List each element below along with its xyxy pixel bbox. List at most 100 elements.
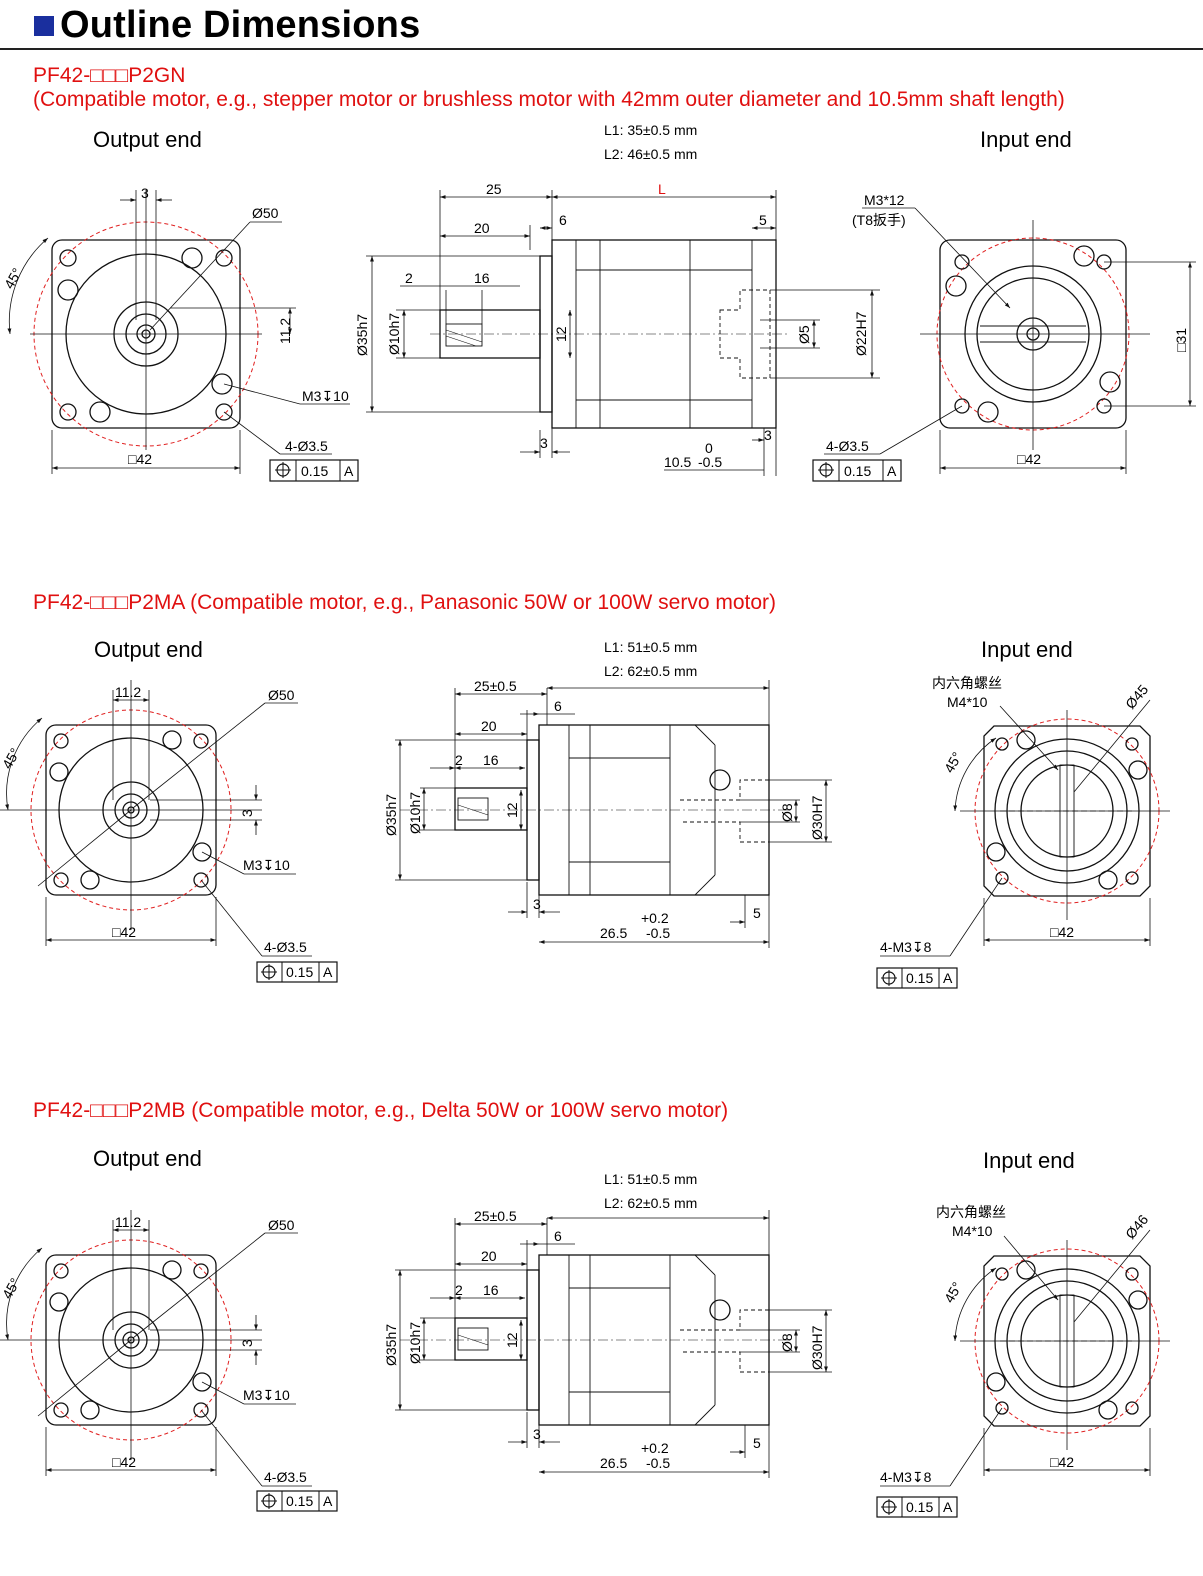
s2-side-d35: Ø35h7 bbox=[383, 794, 399, 836]
s3-rear-hex: 内六角螺丝 bbox=[936, 1204, 1006, 1220]
s2-side-d16: 16 bbox=[483, 752, 499, 768]
section2-input-end-label: Input end bbox=[981, 637, 1073, 662]
section2-length-l1: L1: 51±0.5 mm bbox=[604, 639, 698, 655]
page-title: Outline Dimensions bbox=[60, 4, 421, 46]
s1-dim-angle: 45° bbox=[1, 265, 25, 291]
s3-side-len-low: -0.5 bbox=[646, 1455, 670, 1471]
s3-tol-datum: A bbox=[323, 1493, 333, 1509]
section3-tolerance-frame: 0.15 A bbox=[256, 1490, 338, 1512]
section1-title-model: PF42-□□□P2GN bbox=[33, 64, 186, 87]
s3-dim-angle: 45° bbox=[0, 1275, 23, 1301]
section1-input-rear-view bbox=[824, 207, 1196, 474]
header-rule bbox=[0, 48, 1203, 50]
s1-dim-top: 3 bbox=[141, 185, 149, 201]
section2-tolerance-frame: 0.15 A bbox=[256, 961, 338, 983]
section2-tolerance-frame-2: 0.15 A bbox=[876, 967, 958, 989]
section1-input-labels: M3*12 (T8扳手) □31 4-Ø3.5 □42 bbox=[826, 192, 1189, 467]
s3-side-d8: Ø8 bbox=[779, 1333, 795, 1352]
s2-side-d6: 6 bbox=[554, 698, 562, 714]
section2-length-l2: L2: 62±0.5 mm bbox=[604, 663, 698, 679]
s2-side-d10: Ø10h7 bbox=[407, 792, 423, 834]
s2-rear-angle: 45° bbox=[941, 749, 965, 775]
s1-side-d35: Ø35h7 bbox=[354, 314, 370, 356]
section1-tolerance-frame-2: 0.15 A bbox=[812, 459, 902, 482]
section2-output-end-label: Output end bbox=[94, 637, 203, 662]
section1-input-end-label: Input end bbox=[980, 127, 1072, 152]
s3-rear-screw: M4*10 bbox=[952, 1223, 993, 1239]
s1-dim-circle: Ø50 bbox=[252, 205, 279, 221]
s1-side-d12: 12 bbox=[553, 326, 569, 342]
s1-rear-screw: M3*12 bbox=[864, 192, 905, 208]
s2-dim-circle: Ø50 bbox=[268, 687, 295, 703]
s3-dim-offset: 3 bbox=[239, 1339, 255, 1347]
s1-tol-value: 0.15 bbox=[301, 463, 328, 479]
section2-title: PF42-□□□P2MA (Compatible motor, e.g., Pa… bbox=[33, 591, 777, 614]
section3-side-labels: 25±0.5 20 6 2 16 Ø35h7 Ø10h7 12 Ø8 Ø30H7… bbox=[383, 1208, 825, 1471]
s3-side-d35: Ø35h7 bbox=[383, 1324, 399, 1366]
s1-side-len-low: -0.5 bbox=[698, 454, 722, 470]
s1-tol-datum: A bbox=[344, 463, 354, 479]
s2-rear-circle: Ø45 bbox=[1122, 681, 1151, 712]
s3-dim-square: □42 bbox=[112, 1454, 136, 1470]
s1-rear-wrench: (T8扳手) bbox=[852, 212, 906, 228]
s1-dim-tap: M3↧10 bbox=[302, 388, 349, 404]
s1-side-dL: L bbox=[658, 181, 666, 197]
section1-output-end-label: Output end bbox=[93, 127, 202, 152]
s2-side-d8: Ø8 bbox=[779, 803, 795, 822]
section1-side-labels: 25 L 20 6 5 2 16 Ø35h7 Ø10h7 12 Ø5 Ø22H7… bbox=[354, 181, 869, 470]
s3-side-d10: Ø10h7 bbox=[407, 1322, 423, 1364]
section2-input-labels: 内六角螺丝 M4*10 Ø45 45° 4-M3↧8 □42 bbox=[880, 675, 1151, 955]
s3-side-d3: 3 bbox=[533, 1426, 541, 1442]
s1-dim-square: □42 bbox=[128, 451, 152, 467]
s3-side-len-base: 26.5 bbox=[600, 1455, 627, 1471]
section3-output-front-view bbox=[0, 1210, 312, 1487]
s3-dim-circle: Ø50 bbox=[268, 1217, 295, 1233]
section2-output-front-view bbox=[0, 680, 312, 957]
s2-side-d30: Ø30H7 bbox=[809, 795, 825, 840]
s3-side-d30: Ø30H7 bbox=[809, 1325, 825, 1370]
section1-output-front-view bbox=[7, 190, 350, 474]
section1-tolerance-frame: 0.15 A bbox=[269, 459, 359, 482]
section1-length-l2: L2: 46±0.5 mm bbox=[604, 146, 698, 162]
s1-dim-holes: 4-Ø3.5 bbox=[285, 438, 328, 454]
s2-rear-screw: M4*10 bbox=[947, 694, 988, 710]
s2-rear-hex: 内六角螺丝 bbox=[932, 675, 1002, 691]
s1-tol2-datum: A bbox=[887, 463, 897, 479]
section2-side-labels: 25±0.5 20 6 2 16 Ø35h7 Ø10h7 12 Ø8 Ø30H7… bbox=[383, 678, 825, 941]
s2-side-len-low: -0.5 bbox=[646, 925, 670, 941]
s3-dim-holes: 4-Ø3.5 bbox=[264, 1469, 307, 1485]
section3-input-end-label: Input end bbox=[983, 1148, 1075, 1173]
section1-title-compat: (Compatible motor, e.g., stepper motor o… bbox=[33, 88, 1065, 111]
s3-dim-top: 11.2 bbox=[115, 1214, 141, 1230]
s2-side-d5: 5 bbox=[753, 905, 761, 921]
s3-side-d20: 20 bbox=[481, 1248, 497, 1264]
s2-tol2-value: 0.15 bbox=[906, 970, 933, 986]
s2-dim-angle: 45° bbox=[0, 745, 23, 771]
s1-side-d5b: Ø5 bbox=[796, 325, 812, 344]
s1-side-d10: Ø10h7 bbox=[386, 313, 402, 355]
s1-side-d3b: 3 bbox=[764, 427, 772, 443]
s1-tol2-value: 0.15 bbox=[844, 463, 871, 479]
s2-side-d20: 20 bbox=[481, 718, 497, 734]
s3-side-d16: 16 bbox=[483, 1282, 499, 1298]
s2-side-d12: 12 bbox=[504, 802, 520, 818]
section1-output-front-labels: 3 Ø50 11.2 45° M3↧10 4-Ø3.5 □42 bbox=[1, 185, 349, 467]
s3-side-len-up: +0.2 bbox=[641, 1440, 669, 1456]
s1-rear-square: □42 bbox=[1017, 451, 1041, 467]
s3-rear-square: □42 bbox=[1050, 1454, 1074, 1470]
section3-input-rear-view bbox=[880, 1229, 1170, 1487]
s2-dim-offset: 3 bbox=[239, 809, 255, 817]
s1-side-d5: 5 bbox=[759, 212, 767, 228]
s1-side-d20: 20 bbox=[474, 220, 490, 236]
s1-rear-holes: 4-Ø3.5 bbox=[826, 438, 869, 454]
s1-side-len-base: 10.5 bbox=[664, 454, 691, 470]
section3-title: PF42-□□□P2MB (Compatible motor, e.g., De… bbox=[33, 1099, 729, 1122]
s1-side-len-up: 0 bbox=[705, 440, 713, 456]
section1-length-l1: L1: 35±0.5 mm bbox=[604, 122, 698, 138]
s3-tol-value: 0.15 bbox=[286, 1493, 313, 1509]
s3-side-d2: 2 bbox=[455, 1282, 463, 1298]
section3-input-labels: 内六角螺丝 M4*10 Ø46 45° 4-M3↧8 □42 bbox=[880, 1204, 1151, 1485]
s1-rear-sq31: □31 bbox=[1173, 328, 1189, 352]
s1-dim-offset: 11.2 bbox=[277, 318, 293, 344]
